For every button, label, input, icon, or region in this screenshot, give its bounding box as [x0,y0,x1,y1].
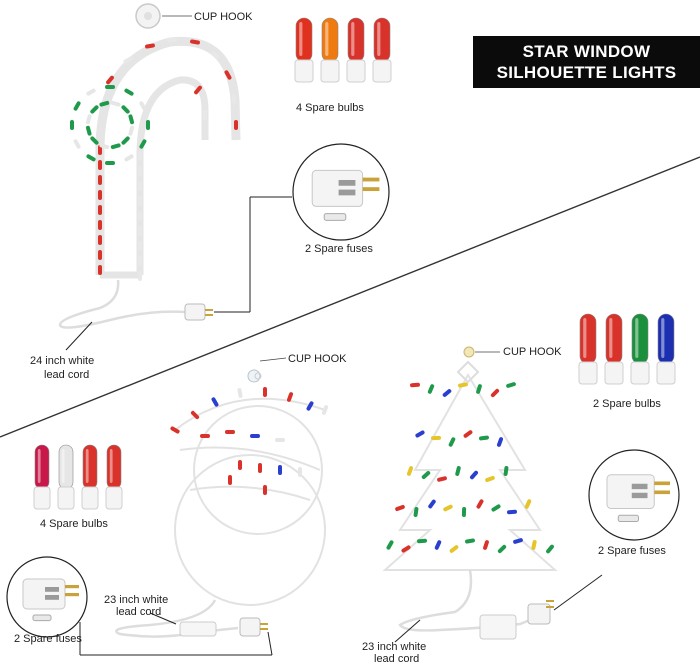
spare-bulb [294,17,314,83]
spare-bulb [578,313,598,385]
snowman-cord-label-1: 23 inch white [104,594,168,606]
title-line-1: STAR WINDOW [522,42,651,61]
cup-hook-icon [463,346,475,358]
candy-cane-spare-bulbs [294,17,392,83]
lead-cord [58,279,196,329]
spare-bulb [630,313,650,385]
tree-star [456,360,480,384]
candy-cane-frame [95,36,241,275]
spare-bulb [604,313,624,385]
snowman-spare-bulbs [33,444,123,510]
snowman-silhouette [79,357,329,656]
section-divider [0,156,700,438]
spare-bulb [105,444,123,510]
candy-cane-fuse-plug [292,143,390,241]
plug-icon [184,303,213,321]
poinsettia-ornament [70,85,150,165]
cup-hook-icon [247,369,261,383]
plug-icon [239,617,268,637]
lead-cord [398,569,531,632]
lead-cord [115,599,239,638]
tree-cord-label-1: 23 inch white [362,641,426,653]
tree-spare-fuses-label: 2 Spare fuses [598,545,666,557]
candy-cane-silhouette [58,3,292,351]
spare-bulb [81,444,99,510]
tree-cord-label-2: lead cord [374,653,419,664]
candy-cane-spare-bulbs-label: 4 Spare bulbs [296,102,364,114]
title-badge: STAR WINDOW SILHOUETTE LIGHTS [473,36,700,88]
spare-bulb [57,444,75,510]
christmas-tree-silhouette [382,346,603,643]
candy-cane-cup-hook-label: CUP HOOK [194,11,253,23]
spare-bulb [656,313,676,385]
snowman-cup-hook-label: CUP HOOK [288,353,347,365]
snowman-cord-label-2: lead cord [116,606,161,618]
tree-cup-hook-label: CUP HOOK [503,346,562,358]
snowman-fuse-plug [6,556,88,638]
plug-icon [527,600,554,625]
snowman-frame [193,405,323,535]
spare-bulb [346,17,366,83]
tree-spare-bulbs-label: 2 Spare bulbs [593,398,661,410]
fuse-tag [479,614,517,640]
snowman-spare-bulbs-label: 4 Spare bulbs [40,518,108,530]
candy-cane-spare-fuses-label: 2 Spare fuses [305,243,373,255]
candy-cane-cord-label-1: 24 inch white [30,355,94,367]
fuse-tag [179,621,217,637]
snowman-spare-fuses-label: 2 Spare fuses [14,633,82,645]
spare-bulb [33,444,51,510]
tree-fuse-plug [588,449,680,541]
candy-cane-cord-label-2: lead cord [44,369,89,381]
tree-spare-bulbs [578,313,676,385]
spare-bulb [372,17,392,83]
spare-bulb [320,17,340,83]
title-line-2: SILHOUETTE LIGHTS [496,63,677,82]
